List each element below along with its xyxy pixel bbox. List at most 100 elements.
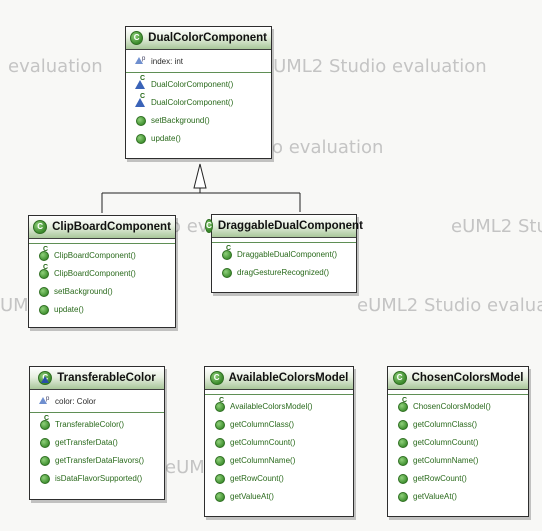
field-section: p index: int bbox=[126, 50, 271, 73]
method-label: getColumnName() bbox=[413, 455, 479, 465]
method-row[interactable]: getColumnName() bbox=[388, 451, 528, 469]
method-label: DualColorComponent() bbox=[151, 97, 234, 107]
method-row[interactable]: getColumnClass() bbox=[205, 415, 353, 433]
method-label: setBackground() bbox=[54, 286, 113, 296]
field-row[interactable]: p color: Color bbox=[30, 392, 164, 410]
method-row[interactable]: getColumnName() bbox=[205, 451, 353, 469]
method-label: update() bbox=[54, 304, 84, 314]
field-label: color: Color bbox=[55, 396, 96, 406]
class-name: ChosenColorsModel bbox=[411, 372, 524, 384]
public-method-icon bbox=[397, 473, 408, 484]
constructor-icon: C bbox=[38, 246, 49, 261]
watermark-text: eUML2 Studio evaluat bbox=[357, 295, 542, 316]
method-row[interactable]: C ClipBoardComponent() bbox=[29, 264, 175, 282]
method-row[interactable]: getTransferDataFlavors() bbox=[30, 451, 164, 469]
method-row[interactable]: getRowCount() bbox=[205, 469, 353, 487]
constructor-icon: C bbox=[135, 75, 145, 89]
method-label: getTransferDataFlavors() bbox=[55, 455, 145, 465]
constructor-icon: C bbox=[38, 264, 49, 279]
field-row[interactable]: p index: int bbox=[126, 52, 271, 70]
class-icon: C bbox=[209, 371, 224, 385]
method-row[interactable]: dragGestureRecognized() bbox=[212, 263, 356, 281]
method-label: getColumnName() bbox=[230, 455, 296, 465]
method-row[interactable]: getRowCount() bbox=[388, 469, 528, 487]
class-header: C AvailableColorsModel bbox=[205, 367, 353, 390]
method-row[interactable]: getValueAt() bbox=[205, 487, 353, 505]
method-row[interactable]: C TransferableColor() bbox=[30, 415, 164, 433]
method-row[interactable]: getColumnCount() bbox=[388, 433, 528, 451]
method-label: TransferableColor() bbox=[55, 419, 125, 429]
method-row[interactable]: isDataFlavorSupported() bbox=[30, 469, 164, 487]
public-method-icon bbox=[135, 133, 146, 144]
public-method-icon bbox=[214, 473, 225, 484]
watermark-text: eUML2 Studio evaluation bbox=[262, 56, 487, 77]
public-method-icon bbox=[39, 473, 50, 484]
method-label: getColumnClass() bbox=[230, 419, 295, 429]
public-method-icon bbox=[214, 491, 225, 502]
method-row[interactable]: setBackground() bbox=[126, 111, 271, 129]
method-row[interactable]: setBackground() bbox=[29, 282, 175, 300]
class-name: ClipBoardComponent bbox=[52, 221, 171, 233]
public-method-icon bbox=[39, 437, 50, 448]
field-section bbox=[388, 390, 528, 395]
method-label: DualColorComponent() bbox=[151, 79, 234, 89]
method-section: C TransferableColor() getTransferData() … bbox=[30, 413, 164, 489]
method-row[interactable]: getColumnCount() bbox=[205, 433, 353, 451]
method-row[interactable]: update() bbox=[29, 300, 175, 318]
class-box-chosencolorsmodel[interactable]: C ChosenColorsModel C ChosenColorsModel(… bbox=[387, 366, 529, 517]
constructor-icon: C bbox=[39, 415, 50, 430]
method-row[interactable]: C DualColorComponent() bbox=[126, 93, 271, 111]
method-label: ChosenColorsModel() bbox=[413, 401, 491, 411]
public-method-icon bbox=[397, 491, 408, 502]
method-row[interactable]: C DraggableDualComponent() bbox=[212, 245, 356, 263]
method-label: getColumnCount() bbox=[230, 437, 296, 447]
method-label: getColumnClass() bbox=[413, 419, 478, 429]
class-icon: C bbox=[205, 219, 213, 233]
public-method-icon bbox=[38, 286, 49, 297]
class-box-dualcolorcomponent[interactable]: C DualColorComponent p index: int C Dual… bbox=[125, 26, 272, 159]
field-section bbox=[29, 239, 175, 244]
class-icon: C bbox=[33, 220, 48, 234]
method-row[interactable]: getTransferData() bbox=[30, 433, 164, 451]
public-method-icon bbox=[397, 419, 408, 430]
method-row[interactable]: C ChosenColorsModel() bbox=[388, 397, 528, 415]
class-header: C ChosenColorsModel bbox=[388, 367, 528, 390]
method-label: getValueAt() bbox=[413, 491, 457, 501]
method-label: ClipBoardComponent() bbox=[54, 250, 136, 260]
public-method-icon bbox=[38, 304, 49, 315]
method-section: C ChosenColorsModel() getColumnClass() g… bbox=[388, 395, 528, 507]
constructor-icon: C bbox=[397, 397, 408, 412]
method-label: isDataFlavorSupported() bbox=[55, 473, 143, 483]
class-box-clipboardcomponent[interactable]: C ClipBoardComponent C ClipBoardComponen… bbox=[28, 215, 176, 328]
field-icon: p bbox=[135, 56, 145, 66]
class-box-availablecolorsmodel[interactable]: C AvailableColorsModel C AvailableColors… bbox=[204, 366, 354, 517]
method-label: dragGestureRecognized() bbox=[237, 267, 330, 277]
class-name: TransferableColor bbox=[57, 372, 156, 384]
method-row[interactable]: getColumnClass() bbox=[388, 415, 528, 433]
watermark-text: o evaluation bbox=[272, 137, 384, 158]
method-row[interactable]: getValueAt() bbox=[388, 487, 528, 505]
method-label: setBackground() bbox=[151, 115, 210, 125]
method-label: AvailableColorsModel() bbox=[230, 401, 313, 411]
class-name: AvailableColorsModel bbox=[228, 372, 349, 384]
method-row[interactable]: C ClipBoardComponent() bbox=[29, 246, 175, 264]
class-header: C TransferableColor bbox=[30, 367, 164, 390]
field-section bbox=[212, 238, 356, 243]
generalization-arrowhead bbox=[193, 163, 207, 189]
class-box-draggabledualcomponent[interactable]: C DraggableDualComponent C DraggableDual… bbox=[205, 214, 363, 293]
public-method-icon bbox=[214, 455, 225, 466]
method-label: DraggableDualComponent() bbox=[237, 249, 338, 259]
method-row[interactable]: update() bbox=[126, 129, 271, 147]
method-section: C DualColorComponent() C DualColorCompon… bbox=[126, 73, 271, 149]
public-method-icon bbox=[221, 267, 232, 278]
class-box-transferablecolor[interactable]: C TransferableColor p color: Color C Tra… bbox=[29, 366, 165, 500]
method-row[interactable]: C AvailableColorsModel() bbox=[205, 397, 353, 415]
method-label: getValueAt() bbox=[230, 491, 274, 501]
public-method-icon bbox=[135, 115, 146, 126]
constructor-icon: C bbox=[221, 245, 232, 260]
public-method-icon bbox=[214, 437, 225, 448]
class-icon: C bbox=[392, 371, 407, 385]
method-row[interactable]: C DualColorComponent() bbox=[126, 75, 271, 93]
class-name: DualColorComponent bbox=[148, 32, 267, 44]
